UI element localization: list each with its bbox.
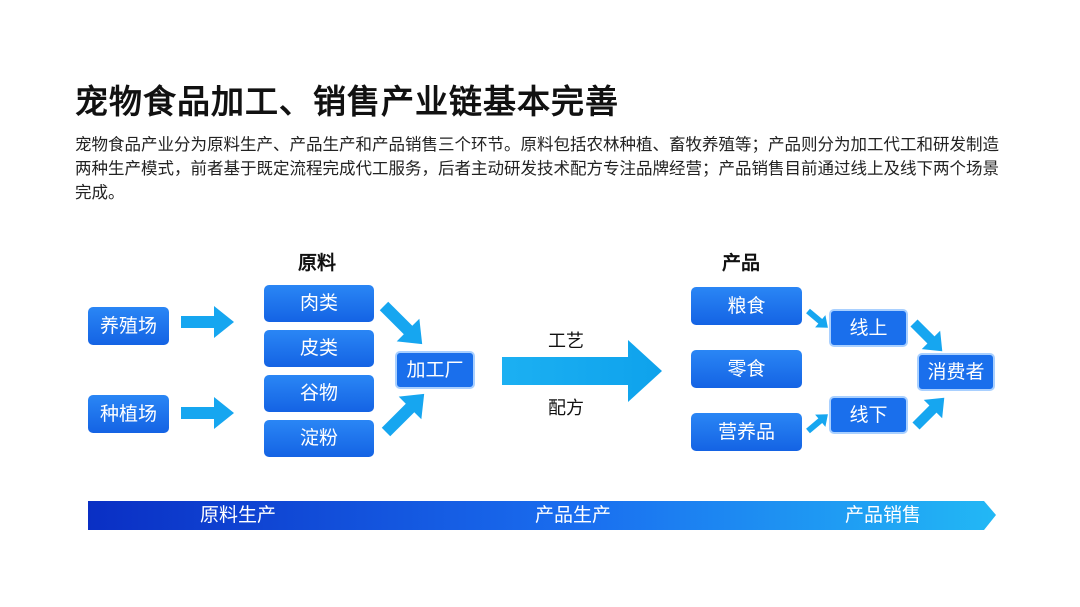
node-product-nutrition: 营养品 bbox=[691, 413, 802, 451]
node-product-snack: 零食 bbox=[691, 350, 802, 388]
page-description: 宠物食品产业分为原料生产、产品生产和产品销售三个环节。原料包括农林种植、畜牧养殖… bbox=[75, 135, 999, 202]
node-material-starch: 淀粉 bbox=[264, 420, 374, 457]
label-process-formula: 配方 bbox=[548, 398, 584, 419]
page-title: 宠物食品加工、销售产业链基本完善 bbox=[75, 82, 619, 121]
node-factory: 加工厂 bbox=[395, 351, 475, 389]
arrow-materials-down bbox=[379, 301, 423, 345]
section-label-product: 产品 bbox=[722, 252, 761, 274]
arrow-food-online bbox=[806, 308, 828, 328]
node-channel-offline: 线下 bbox=[829, 396, 908, 434]
stage-label-production: 产品生产 bbox=[535, 504, 612, 526]
node-material-meat: 肉类 bbox=[264, 285, 374, 322]
stage-label-sales: 产品销售 bbox=[845, 504, 922, 526]
node-material-hide: 皮类 bbox=[264, 330, 374, 367]
node-product-food: 粮食 bbox=[691, 287, 802, 325]
node-breeding-farm: 养殖场 bbox=[88, 307, 169, 345]
stage-label-raw: 原料生产 bbox=[200, 504, 277, 526]
section-label-raw: 原料 bbox=[298, 252, 337, 274]
arrow-nutrition-offline bbox=[806, 414, 828, 434]
arrow-offline-consumer bbox=[912, 397, 945, 430]
arrow-source-1 bbox=[181, 306, 234, 338]
stage-band bbox=[88, 501, 996, 530]
node-material-grain: 谷物 bbox=[264, 375, 374, 412]
node-consumer: 消费者 bbox=[917, 353, 995, 391]
label-process-craft: 工艺 bbox=[548, 331, 584, 352]
node-channel-online: 线上 bbox=[829, 309, 908, 347]
arrow-materials-up bbox=[381, 393, 425, 437]
arrow-process bbox=[502, 340, 662, 402]
node-planting-farm: 种植场 bbox=[88, 395, 169, 433]
arrow-source-2 bbox=[181, 397, 234, 429]
arrow-online-consumer bbox=[910, 319, 943, 352]
